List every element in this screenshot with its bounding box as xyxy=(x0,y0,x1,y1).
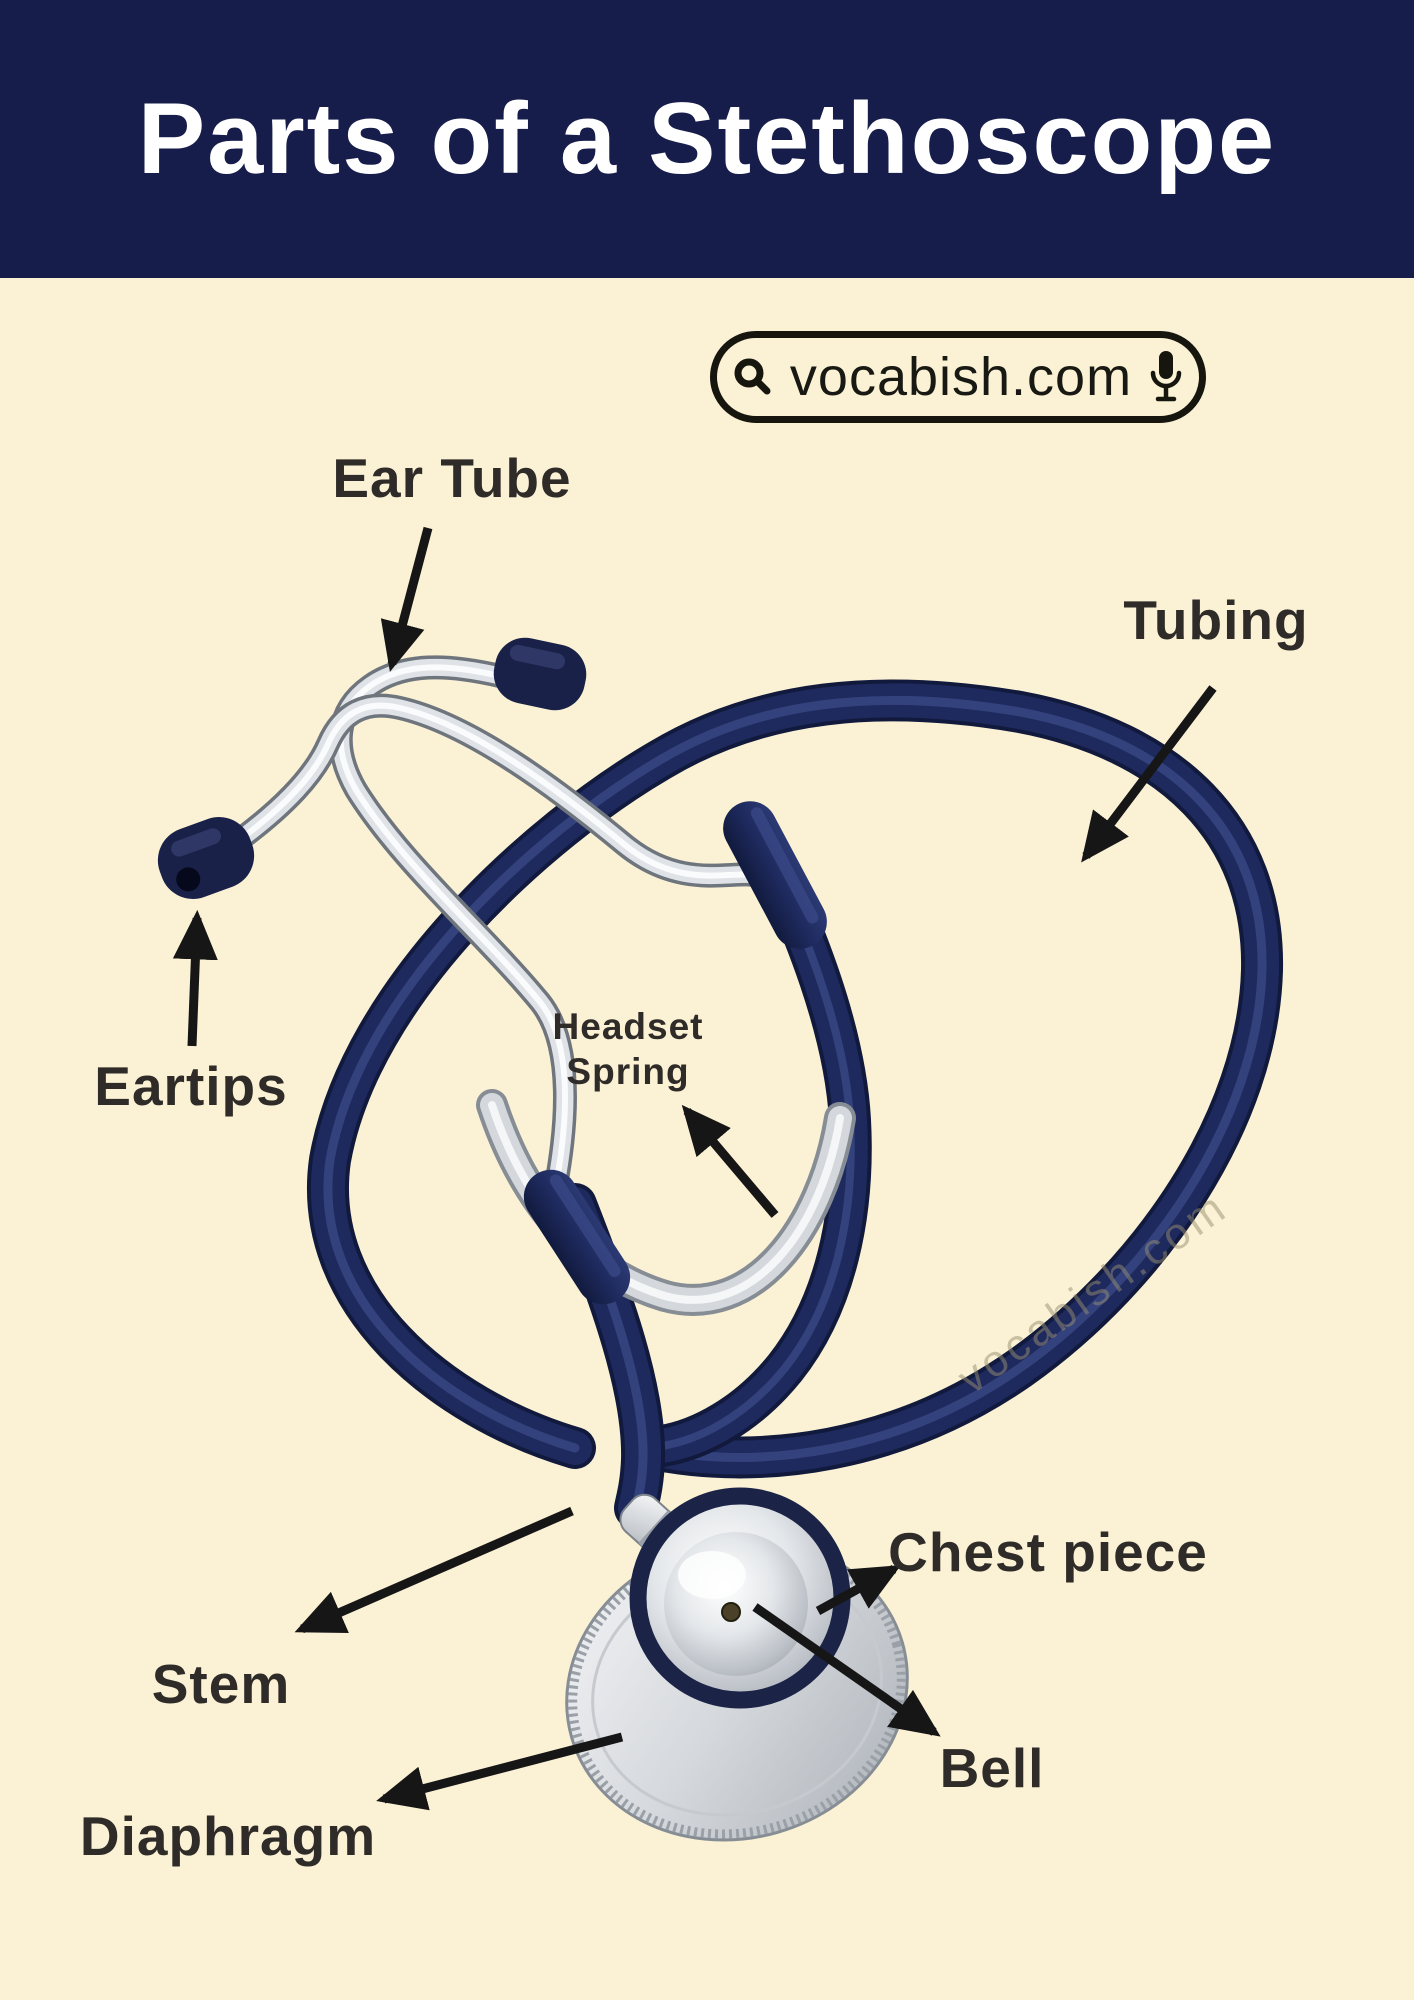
bell-hole xyxy=(721,1602,741,1622)
stem-arrow xyxy=(294,1506,574,1634)
chest-piece-arrow xyxy=(815,1565,902,1615)
header-banner: Parts of a Stethoscope xyxy=(0,0,1414,278)
search-icon xyxy=(734,358,771,395)
label-eartips: Eartips xyxy=(94,1055,288,1117)
headset-spring-arrow xyxy=(681,1104,779,1218)
tubing-right-strand xyxy=(641,814,872,1467)
ear-tube-right xyxy=(328,655,577,1197)
diaphragm-arrow xyxy=(376,1732,624,1811)
label-headset-spring-line1: Headset xyxy=(552,1006,704,1047)
eartip-left xyxy=(157,817,255,899)
label-ear-tube: Ear Tube xyxy=(332,447,572,509)
bell-arrow xyxy=(752,1603,941,1737)
ear-tube-left xyxy=(234,693,777,892)
binaural-sleeve-right xyxy=(723,801,827,949)
eartips-arrow xyxy=(172,909,218,1047)
binaural-sleeve-left xyxy=(523,1169,631,1305)
site-badge[interactable]: vocabish.com xyxy=(710,331,1206,423)
eartip-right xyxy=(493,637,587,711)
chest-piece xyxy=(565,1487,909,1842)
label-chest-piece: Chest piece xyxy=(888,1521,1208,1583)
label-diaphragm: Diaphragm xyxy=(79,1805,377,1867)
pointer-arrows xyxy=(172,526,1217,1811)
microphone-icon xyxy=(1150,351,1182,402)
site-url: vocabish.com xyxy=(789,347,1133,407)
label-headset-spring-line2: Spring xyxy=(566,1051,690,1093)
knurled-rim xyxy=(568,1541,906,1839)
label-headset-spring: Headset Spring xyxy=(553,1004,704,1094)
tubing-loop xyxy=(307,679,1284,1479)
label-tubing: Tubing xyxy=(1123,589,1309,651)
label-bell: Bell xyxy=(939,1737,1045,1799)
page-title: Parts of a Stethoscope xyxy=(137,82,1277,195)
label-stem: Stem xyxy=(151,1653,291,1715)
tubing-arrow xyxy=(1081,685,1217,863)
ear-tube-arrow xyxy=(380,526,433,672)
